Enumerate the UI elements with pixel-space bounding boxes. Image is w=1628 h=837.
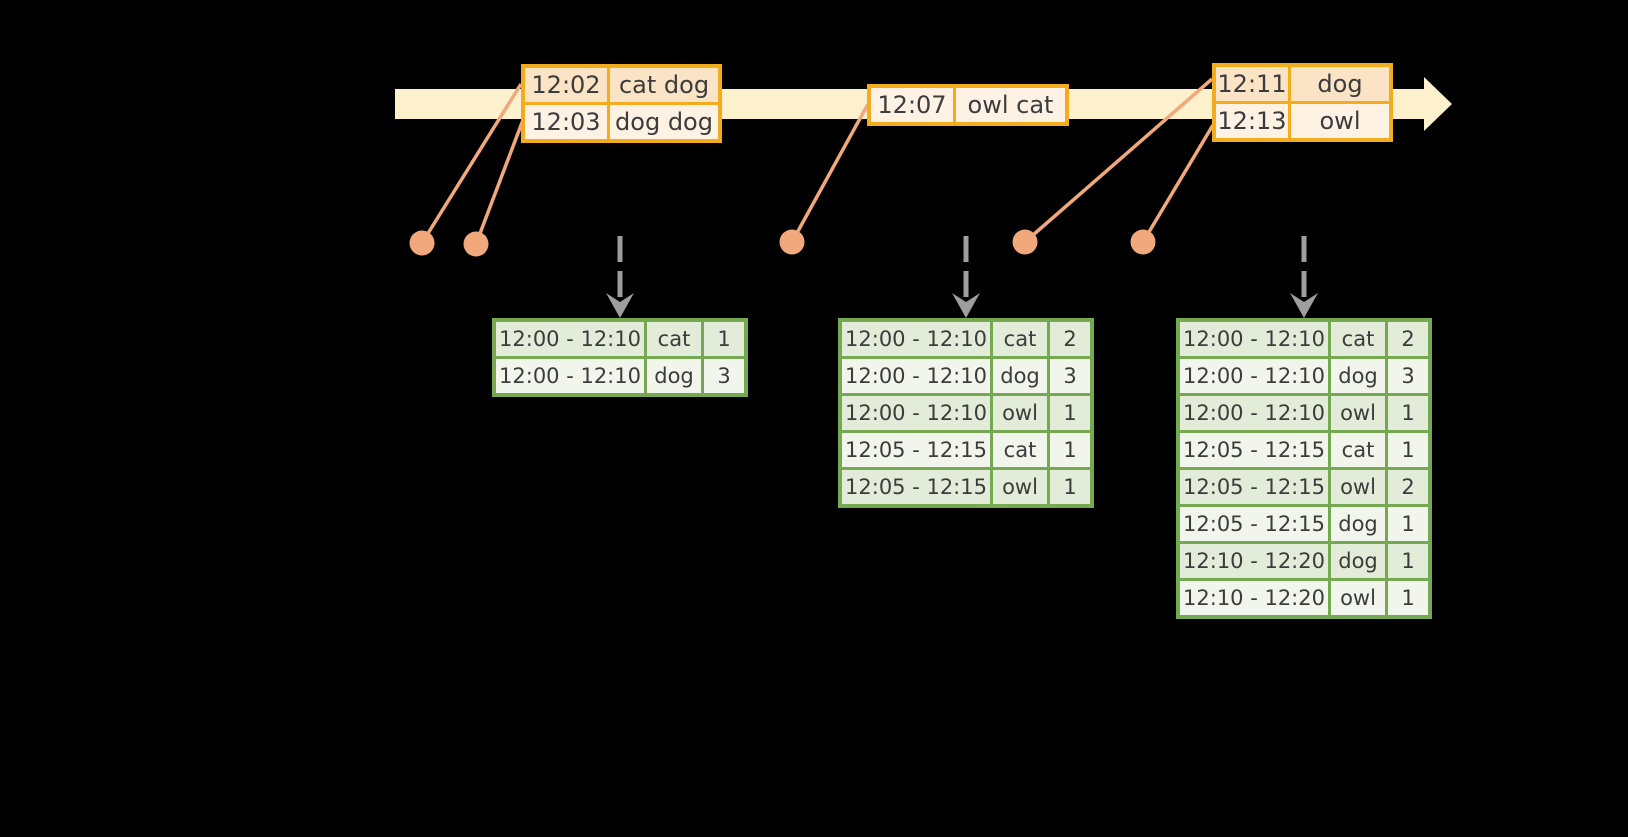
window-cell: 12:00 - 12:10	[842, 359, 990, 393]
arrival-dot-5	[1130, 229, 1156, 255]
window-cell: 12:05 - 12:15	[842, 470, 990, 504]
count-cell: 1	[1388, 544, 1428, 578]
word-cell: dog	[647, 359, 701, 393]
event-box-1: 12:02 cat dog 12:03 dog dog	[521, 64, 722, 143]
event-box-3: 12:11 dog 12:13 owl	[1212, 63, 1393, 142]
event-words-cell: owl	[1291, 104, 1389, 138]
result-table-3: 12:00 - 12:10 cat 2 12:00 - 12:10 dog 3 …	[1176, 318, 1432, 619]
count-cell: 3	[1388, 359, 1428, 393]
count-cell: 1	[1388, 581, 1428, 615]
window-cell: 12:00 - 12:10	[1180, 322, 1328, 356]
count-cell: 1	[1388, 433, 1428, 467]
arrival-dot-1	[409, 230, 435, 256]
count-cell: 2	[1388, 470, 1428, 504]
event-words-cell: dog	[1291, 67, 1389, 101]
window-cell: 12:10 - 12:20	[1180, 544, 1328, 578]
event-time-cell: 12:11	[1216, 67, 1288, 101]
window-cell: 12:05 - 12:15	[842, 433, 990, 467]
event-words-cell: owl cat	[956, 88, 1065, 122]
window-cell: 12:05 - 12:15	[1180, 470, 1328, 504]
window-cell: 12:00 - 12:10	[496, 322, 644, 356]
count-cell: 1	[1050, 433, 1090, 467]
count-cell: 1	[704, 322, 744, 356]
event-time-cell: 12:03	[525, 105, 607, 139]
arrival-dot-2	[463, 231, 489, 257]
trigger-arrowhead-1-icon	[606, 293, 634, 318]
arrival-line-4	[1023, 77, 1214, 244]
trigger-arrowhead-3-icon	[1290, 293, 1318, 318]
window-cell: 12:05 - 12:15	[1180, 507, 1328, 541]
event-words-cell: cat dog	[610, 68, 718, 102]
arrival-dot-4	[1012, 229, 1038, 255]
word-cell: owl	[993, 396, 1047, 430]
window-cell: 12:00 - 12:10	[842, 322, 990, 356]
count-cell: 2	[1388, 322, 1428, 356]
word-cell: dog	[1331, 507, 1385, 541]
count-cell: 3	[1050, 359, 1090, 393]
word-cell: dog	[993, 359, 1047, 393]
count-cell: 3	[704, 359, 744, 393]
word-cell: owl	[1331, 581, 1385, 615]
arrival-line-5	[1141, 124, 1215, 243]
word-cell: cat	[1331, 322, 1385, 356]
timeline-arrowhead-icon	[1424, 77, 1452, 131]
count-cell: 1	[1050, 470, 1090, 504]
arrival-line-1	[420, 83, 523, 244]
trigger-arrowhead-2-icon	[952, 293, 980, 318]
count-cell: 1	[1388, 507, 1428, 541]
word-cell: owl	[993, 470, 1047, 504]
result-table-2: 12:00 - 12:10 cat 2 12:00 - 12:10 dog 3 …	[838, 318, 1094, 508]
event-time-cell: 12:02	[525, 68, 607, 102]
event-time-cell: 12:13	[1216, 104, 1288, 138]
count-cell: 2	[1050, 322, 1090, 356]
word-cell: dog	[1331, 544, 1385, 578]
window-cell: 12:00 - 12:10	[842, 396, 990, 430]
window-cell: 12:00 - 12:10	[496, 359, 644, 393]
arrival-line-3	[790, 103, 870, 243]
count-cell: 1	[1050, 396, 1090, 430]
result-table-1: 12:00 - 12:10 cat 1 12:00 - 12:10 dog 3	[492, 318, 748, 397]
word-cell: owl	[1331, 470, 1385, 504]
event-time-cell: 12:07	[871, 88, 953, 122]
event-words-cell: dog dog	[610, 105, 718, 139]
window-cell: 12:00 - 12:10	[1180, 359, 1328, 393]
word-cell: cat	[1331, 433, 1385, 467]
word-cell: owl	[1331, 396, 1385, 430]
word-cell: dog	[1331, 359, 1385, 393]
word-cell: cat	[993, 433, 1047, 467]
word-cell: cat	[993, 322, 1047, 356]
count-cell: 1	[1388, 396, 1428, 430]
window-cell: 12:10 - 12:20	[1180, 581, 1328, 615]
word-cell: cat	[647, 322, 701, 356]
arrival-line-2	[474, 119, 525, 245]
event-box-2: 12:07 owl cat	[867, 84, 1069, 126]
window-cell: 12:00 - 12:10	[1180, 396, 1328, 430]
arrival-dot-3	[779, 229, 805, 255]
window-cell: 12:05 - 12:15	[1180, 433, 1328, 467]
